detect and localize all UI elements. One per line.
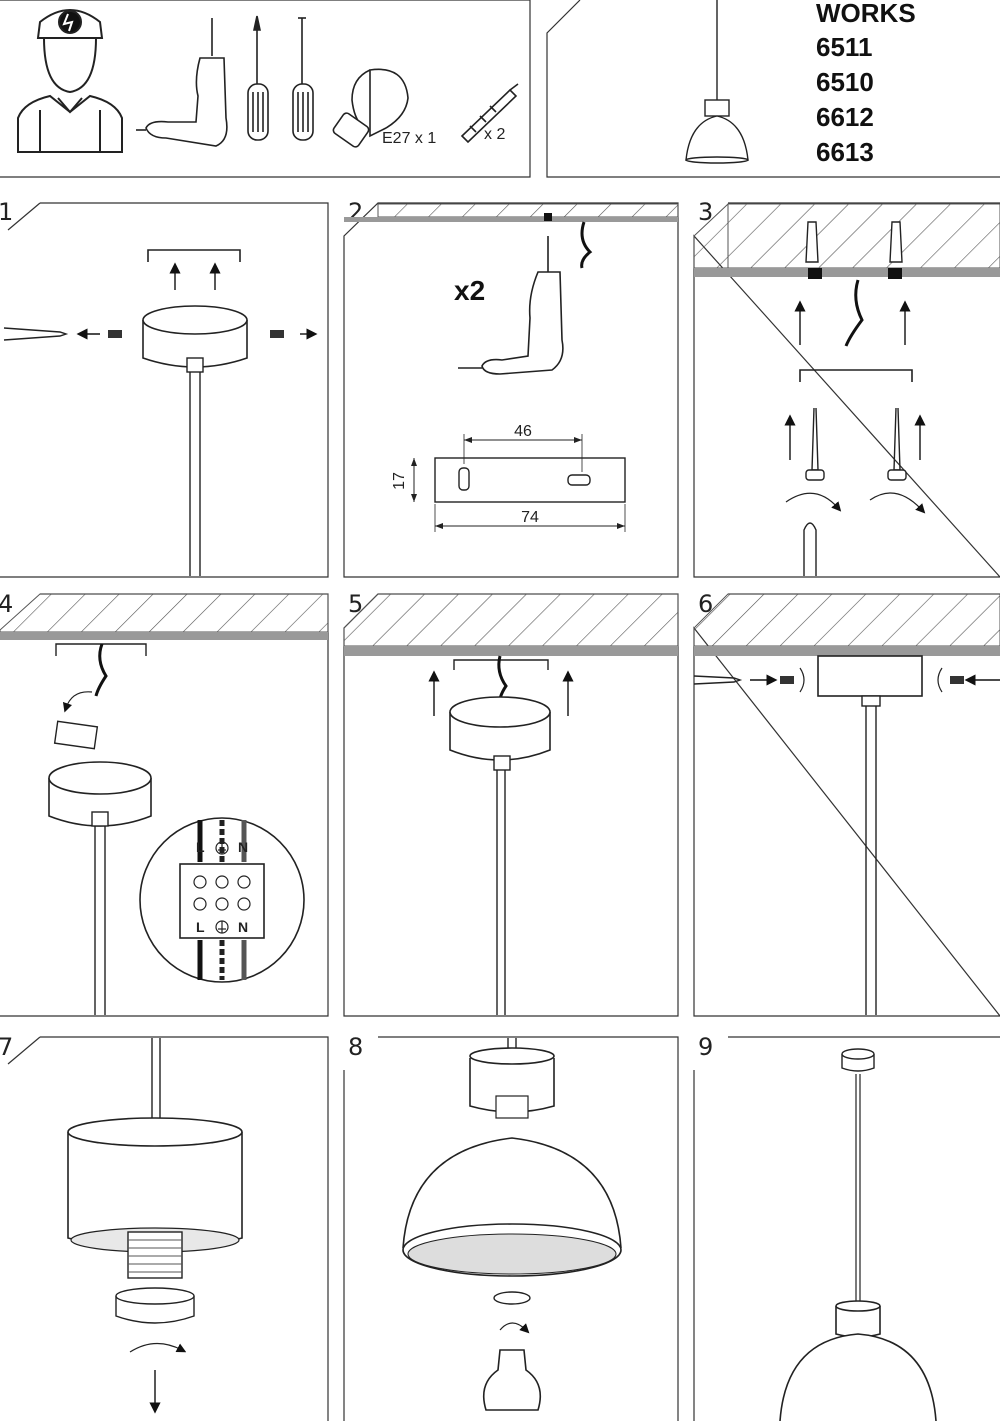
bulb-icon [332,68,409,148]
step-2-panel: 2 x2 46 74 17 [343,198,679,578]
terminal-live-label: L [196,919,205,935]
drill-count: x2 [454,275,485,306]
step-9-panel: 9 [693,1033,1000,1421]
model-code: 6613 [816,137,874,167]
model-code: 6612 [816,102,874,132]
bulb-label: E27 x 1 [382,130,436,147]
step-number: 9 [698,1033,713,1061]
step-number: 6 [698,590,713,618]
step-number: 7 [0,1033,13,1061]
lamp-preview-icon [685,0,749,164]
dimension-width: 74 [521,509,539,526]
terminal-neutral-label: N [238,919,248,935]
model-code: 6510 [816,67,874,97]
step-number: 4 [0,590,13,618]
drill-icon [136,18,228,147]
electrician-icon [17,9,123,153]
screwdriver-flat-icon [292,17,314,141]
wall-plug-icon [460,83,519,144]
ground-symbol-icon [215,920,229,934]
terminal-neutral-label: N [238,839,248,855]
step-number: 5 [348,590,363,618]
header-tools-panel [0,0,531,178]
dimension-height: 17 [391,472,408,490]
model-code: 6511 [816,32,872,62]
step-7-panel: 7 [0,1033,328,1421]
header-model-panel [546,0,1000,178]
ground-symbol-icon [215,841,229,855]
step-6-panel: 6 [693,590,1000,1017]
terminal-live-label: L [196,839,205,855]
step-number: 1 [0,198,13,226]
step-4-panel: 4 L N L N [0,590,329,1017]
step-5-panel: 5 [343,590,679,1017]
step-number: 3 [698,198,713,226]
screwdriver-phillips-icon [247,15,269,141]
step-8-panel: 8 [343,1033,679,1421]
anchor-label: x 2 [484,126,505,143]
model-series: WORKS [816,0,916,28]
dimension-spacing: 46 [514,423,532,440]
step-3-panel: 3 [693,198,1000,578]
step-number: 8 [348,1033,363,1061]
step-1-panel: 1 [0,198,329,578]
